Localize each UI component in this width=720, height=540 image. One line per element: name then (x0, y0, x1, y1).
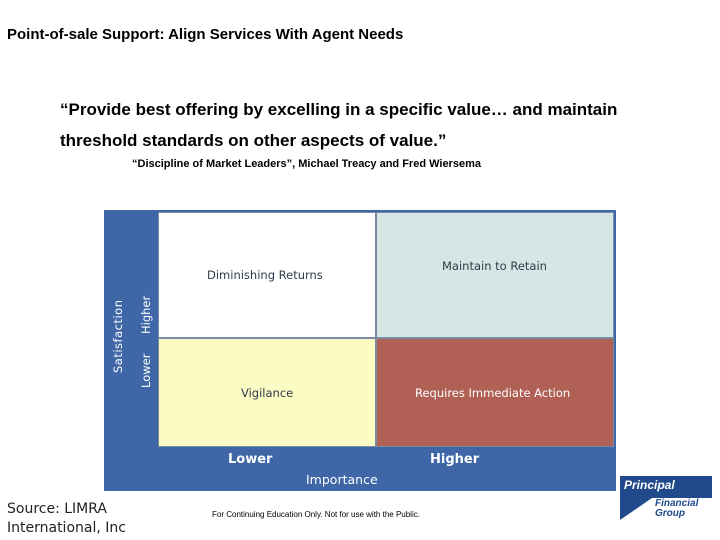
quadrant-requires-immediate-action: Requires Immediate Action (376, 338, 614, 447)
logo-financial-group: Financial Group (655, 499, 698, 519)
quadrant-label: Vigilance (241, 386, 294, 400)
logo-group-text: Group (655, 508, 685, 519)
quadrant-label: Requires Immediate Action (415, 386, 571, 400)
quadrant-label: Diminishing Returns (207, 268, 323, 282)
x-axis-high-label: Higher (430, 452, 480, 467)
quote: “Provide best offering by excelling in a… (60, 94, 680, 156)
disclaimer: For Continuing Education Only. Not for u… (212, 510, 420, 519)
logo-financial-text: Financial (655, 498, 699, 509)
quadrant-diminishing-returns: Diminishing Returns (158, 212, 376, 338)
y-axis-low-label: Lower (139, 353, 153, 388)
x-axis-low-label: Lower (228, 452, 273, 467)
y-axis-high-label: Higher (139, 295, 153, 334)
principal-logo: Principal Financial Group (620, 470, 712, 526)
x-axis-title: Importance (306, 472, 378, 487)
quadrant-vigilance: Vigilance (158, 338, 376, 447)
logo-banner (620, 476, 712, 498)
quote-line-1: “Provide best offering by excelling in a… (60, 100, 618, 119)
y-axis-title: Satisfaction (111, 299, 125, 374)
source-line-2: International, Inc (7, 520, 126, 536)
slide-title: Point-of-sale Support: Align Services Wi… (7, 26, 404, 43)
logo-triangle-icon (620, 498, 652, 520)
quote-line-2: threshold standards on other aspects of … (60, 131, 447, 150)
source-line-1: Source: LIMRA (7, 501, 107, 517)
quadrant-maintain-to-retain: Maintain to Retain (376, 212, 614, 338)
logo-principal-text: Principal (624, 478, 675, 492)
quadrant-label: Maintain to Retain (442, 259, 547, 273)
source-note: Source: LIMRA International, Inc (7, 500, 126, 538)
quote-citation: “Discipline of Market Leaders”, Michael … (132, 158, 481, 170)
